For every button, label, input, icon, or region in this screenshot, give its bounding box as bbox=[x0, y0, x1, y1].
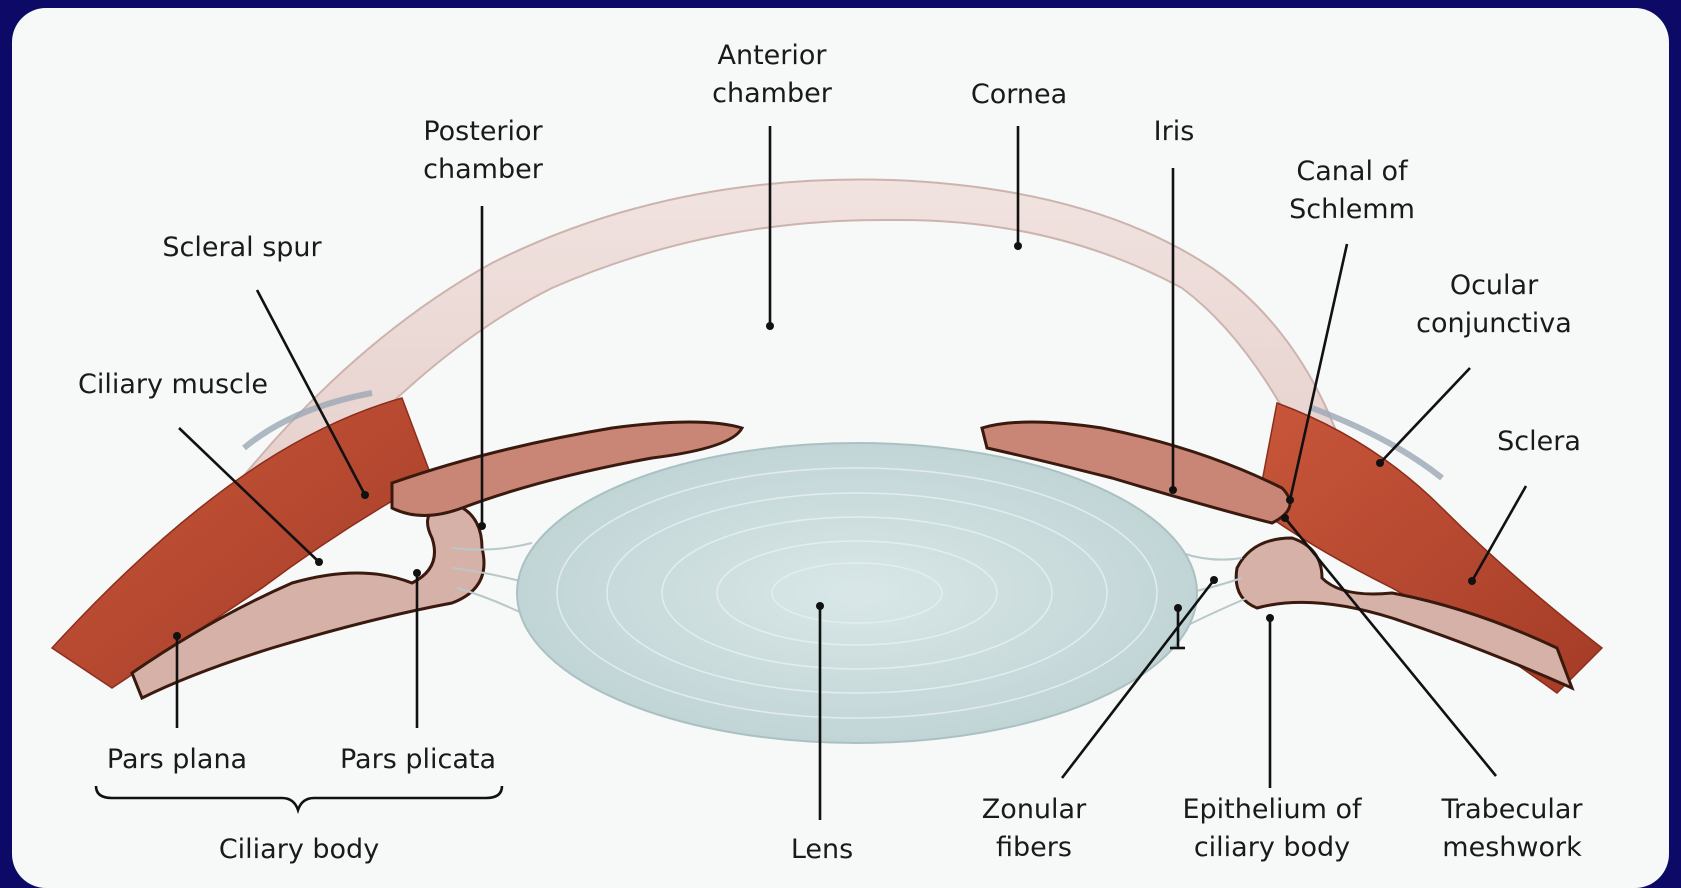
label-ciliary-body: Ciliary body bbox=[219, 834, 379, 865]
label-sclera: Sclera bbox=[1497, 426, 1581, 457]
label-lens: Lens bbox=[791, 834, 853, 865]
lens-shape bbox=[517, 443, 1197, 743]
label-cornea: Cornea bbox=[971, 79, 1067, 110]
label-ciliary-muscle: Ciliary muscle bbox=[78, 369, 268, 400]
label-iris: Iris bbox=[1154, 116, 1195, 147]
label-pars-plicata: Pars plicata bbox=[340, 744, 496, 775]
label-pars-plana: Pars plana bbox=[107, 744, 247, 775]
label-scleral-spur: Scleral spur bbox=[162, 232, 322, 263]
